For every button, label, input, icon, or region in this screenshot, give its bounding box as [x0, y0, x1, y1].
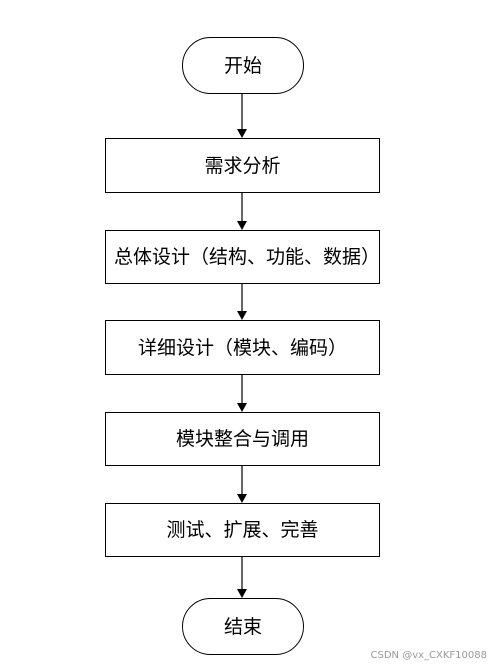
step-label: 测试、扩展、完善 [166, 519, 319, 541]
step-detailed-design: 详细设计（模块、编码） [105, 320, 380, 375]
end-label: 结束 [223, 615, 262, 638]
step-label: 需求分析 [204, 154, 281, 177]
step-label: 总体设计（结构、功能、数据） [114, 246, 381, 268]
edge-start-to-step1 [237, 94, 247, 138]
step-module-integration: 模块整合与调用 [105, 412, 380, 466]
step-label: 详细设计（模块、编码） [137, 336, 347, 359]
step-label: 模块整合与调用 [175, 428, 309, 450]
step-requirements-analysis: 需求分析 [105, 138, 380, 193]
step-testing: 测试、扩展、完善 [105, 503, 380, 557]
edge-step4-to-step5 [237, 466, 247, 503]
edge-step1-to-step2 [237, 193, 247, 230]
start-node: 开始 [182, 37, 304, 94]
step-overall-design: 总体设计（结构、功能、数据） [105, 230, 380, 284]
end-node: 结束 [182, 598, 304, 655]
watermark: CSDN @vx_CXKF10088 [370, 650, 487, 661]
edge-step3-to-step4 [237, 375, 247, 412]
edge-step5-to-end [237, 557, 247, 598]
edge-step2-to-step3 [237, 284, 247, 320]
start-label: 开始 [223, 54, 262, 77]
